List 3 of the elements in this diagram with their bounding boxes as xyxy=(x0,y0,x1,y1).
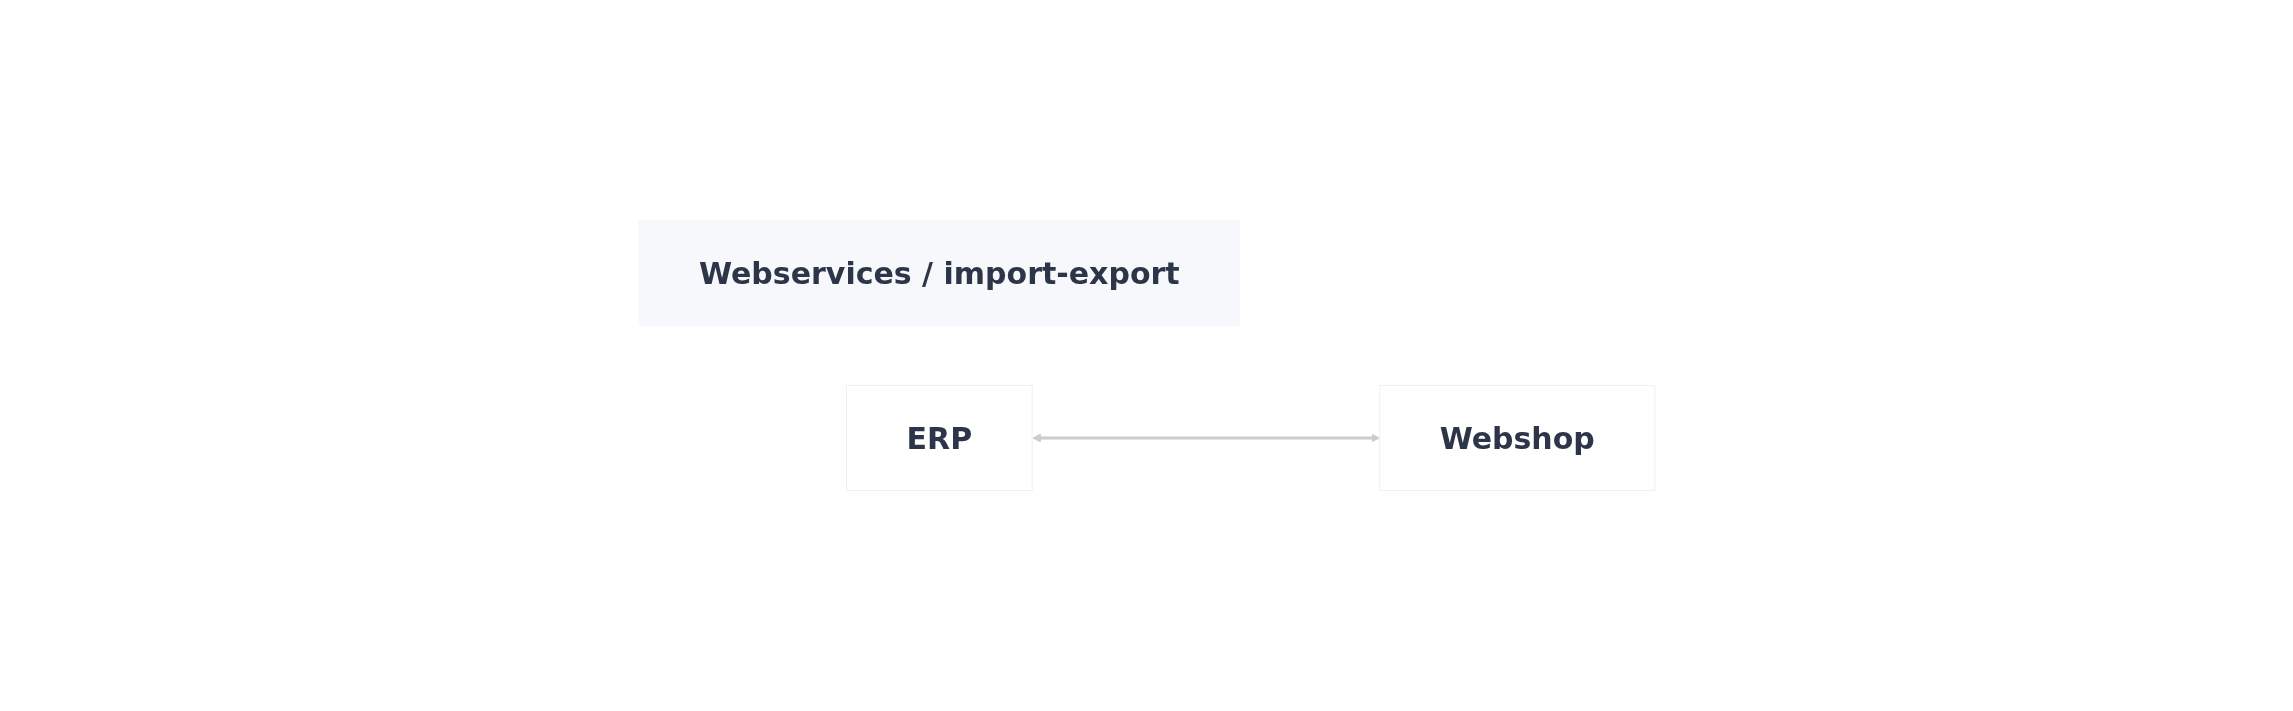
arrow xyxy=(1031,433,1380,443)
node-box: Webshop xyxy=(1378,385,1655,491)
node-box: ERP xyxy=(845,385,1033,491)
